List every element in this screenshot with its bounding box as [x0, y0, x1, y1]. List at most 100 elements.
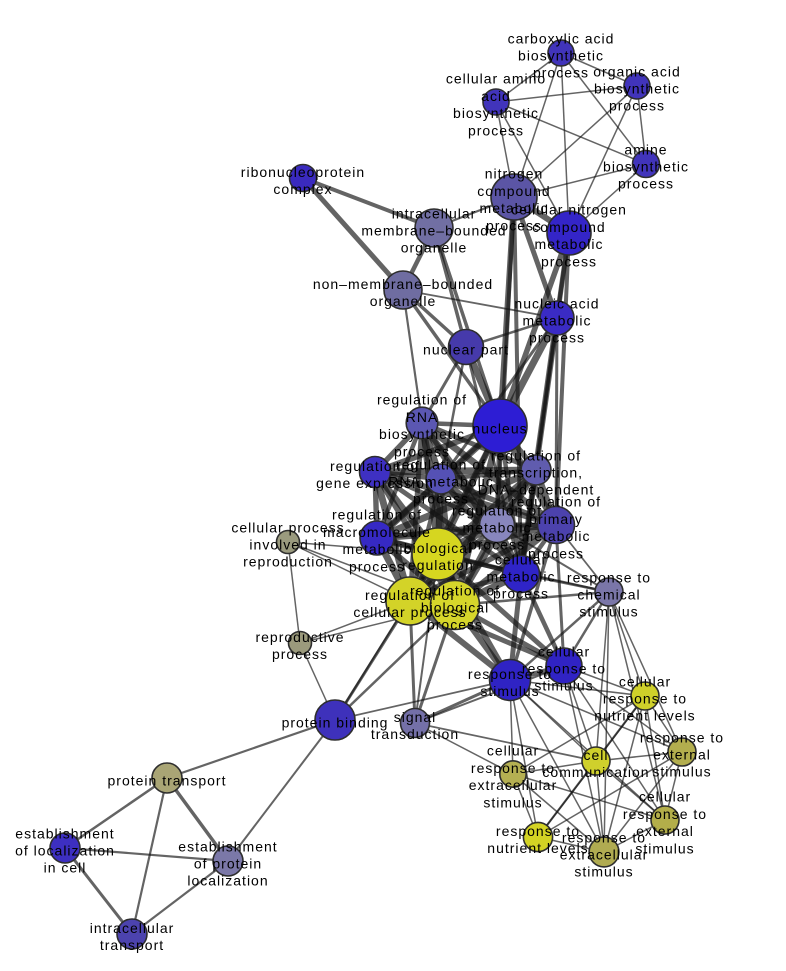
svg-text:protein transport: protein transport [108, 773, 227, 789]
svg-text:organic acid: organic acid [593, 63, 681, 79]
svg-text:cellular process: cellular process [353, 604, 466, 620]
svg-text:primary: primary [529, 511, 583, 527]
svg-text:response to: response to [623, 806, 707, 822]
svg-text:in cell: in cell [44, 860, 87, 876]
svg-text:process: process [469, 537, 525, 553]
svg-text:cellular: cellular [538, 643, 590, 659]
svg-text:metabolic: metabolic [523, 313, 592, 329]
svg-text:amine: amine [624, 141, 667, 157]
svg-text:process: process [349, 558, 405, 574]
svg-text:metabolic: metabolic [463, 520, 532, 536]
svg-text:membrane–bounded: membrane–bounded [361, 223, 506, 239]
svg-text:gene expression: gene expression [316, 475, 434, 491]
svg-text:establishment: establishment [178, 838, 277, 854]
svg-text:communication: communication [542, 764, 649, 780]
svg-text:localization: localization [187, 873, 268, 889]
svg-text:cellular amino: cellular amino [446, 71, 546, 87]
svg-text:biosynthetic: biosynthetic [603, 159, 689, 175]
svg-text:organelle: organelle [401, 240, 468, 256]
svg-text:regulation of: regulation of [410, 582, 500, 598]
svg-text:nitrogen: nitrogen [485, 166, 544, 182]
svg-text:process: process [272, 646, 328, 662]
svg-text:nutrient levels: nutrient levels [594, 708, 695, 724]
svg-text:stimulus: stimulus [483, 794, 542, 810]
svg-text:cellular process: cellular process [231, 519, 344, 535]
svg-text:ribonucleoprotein: ribonucleoprotein [241, 164, 365, 180]
svg-text:extracellular: extracellular [560, 847, 648, 863]
svg-text:RNA: RNA [406, 409, 439, 425]
svg-text:compound: compound [532, 219, 605, 235]
svg-text:external: external [636, 823, 694, 839]
svg-text:biosynthetic: biosynthetic [379, 426, 465, 442]
svg-text:transport: transport [100, 937, 164, 953]
svg-text:process: process [609, 98, 665, 114]
svg-text:macromolecule: macromolecule [323, 524, 431, 540]
svg-text:cellular: cellular [619, 673, 671, 689]
svg-text:regulation of: regulation of [377, 392, 467, 408]
svg-text:regulation of: regulation of [491, 447, 581, 463]
svg-text:metabolic: metabolic [522, 528, 591, 544]
svg-text:response to: response to [603, 691, 687, 707]
svg-text:regulation of: regulation of [511, 494, 601, 510]
svg-text:process: process [541, 253, 597, 269]
svg-text:stimulus: stimulus [574, 864, 633, 880]
svg-text:process: process [528, 545, 584, 561]
svg-text:response to: response to [522, 661, 606, 677]
svg-text:organelle: organelle [370, 293, 437, 309]
svg-text:metabolic: metabolic [480, 200, 549, 216]
svg-text:nucleic acid: nucleic acid [514, 295, 599, 311]
svg-text:response to: response to [640, 729, 724, 745]
svg-text:protein binding: protein binding [282, 715, 389, 731]
svg-text:compound: compound [477, 183, 550, 199]
svg-text:reproduction: reproduction [243, 554, 333, 570]
svg-text:metabolic: metabolic [535, 236, 604, 252]
svg-text:nucleus: nucleus [472, 421, 527, 437]
svg-text:involved in: involved in [249, 537, 326, 553]
svg-text:response to: response to [471, 760, 555, 776]
svg-text:response to: response to [567, 569, 651, 585]
svg-text:stimulus: stimulus [480, 683, 539, 699]
svg-text:carboxylic acid: carboxylic acid [508, 30, 615, 46]
svg-text:signal: signal [394, 709, 437, 725]
svg-text:stimulus: stimulus [635, 840, 694, 856]
svg-text:cellular: cellular [495, 551, 547, 567]
svg-text:cell: cell [583, 747, 608, 763]
svg-text:non–membrane–bounded: non–membrane–bounded [313, 276, 493, 292]
svg-text:stimulus: stimulus [534, 678, 593, 694]
svg-text:process: process [427, 617, 483, 633]
svg-text:complex: complex [273, 181, 332, 197]
svg-text:biosynthetic: biosynthetic [594, 81, 680, 97]
svg-text:regulation of: regulation of [365, 587, 455, 603]
svg-text:biosynthetic: biosynthetic [518, 48, 604, 64]
svg-text:process: process [529, 330, 585, 346]
svg-text:regulation of: regulation of [330, 458, 420, 474]
svg-text:process: process [618, 176, 674, 192]
svg-text:cellular nitrogen: cellular nitrogen [511, 202, 627, 218]
svg-text:transcription,: transcription, [489, 465, 583, 481]
svg-text:nuclear part: nuclear part [423, 342, 509, 358]
svg-text:regulation of: regulation of [332, 507, 422, 523]
svg-text:metabolic: metabolic [343, 541, 412, 557]
svg-text:process: process [413, 491, 469, 507]
svg-text:response to: response to [468, 666, 552, 682]
svg-text:intracellular: intracellular [392, 205, 477, 221]
svg-text:response to: response to [562, 829, 646, 845]
svg-text:regulation of: regulation of [396, 456, 486, 472]
svg-text:biosynthetic: biosynthetic [453, 105, 539, 121]
svg-text:transduction: transduction [371, 726, 459, 742]
svg-text:nutrient levels: nutrient levels [487, 840, 588, 856]
svg-text:biological: biological [421, 600, 489, 616]
svg-text:of protein: of protein [194, 856, 262, 872]
svg-text:RNA metabolic: RNA metabolic [388, 474, 494, 490]
svg-text:regulation: regulation [402, 557, 474, 573]
svg-text:intracellular: intracellular [90, 920, 175, 936]
svg-text:acid: acid [481, 88, 511, 104]
svg-text:response to: response to [496, 823, 580, 839]
svg-text:stimulus: stimulus [579, 604, 638, 620]
svg-text:cellular: cellular [487, 743, 539, 759]
svg-text:of localization: of localization [15, 843, 115, 859]
svg-text:biological: biological [404, 540, 472, 556]
svg-text:DNA–dependent: DNA–dependent [478, 482, 595, 498]
svg-text:reproductive: reproductive [255, 629, 344, 645]
svg-text:process: process [533, 65, 589, 81]
